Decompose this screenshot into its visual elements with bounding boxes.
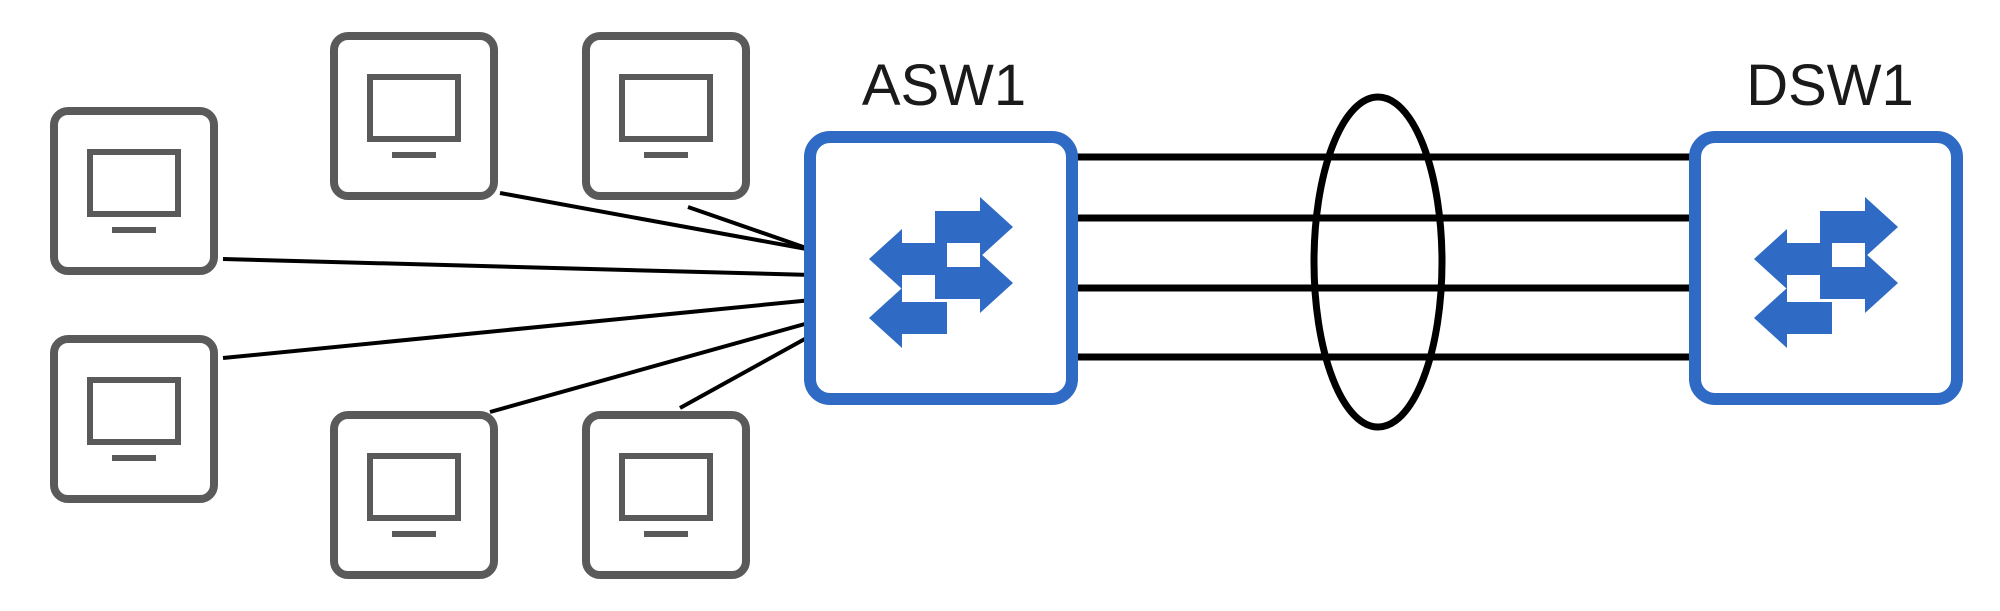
access-link [499, 191, 813, 252]
etherchannel-links [1072, 153, 1695, 361]
etherchannel-ellipse [1310, 93, 1446, 431]
host-pc[interactable] [586, 36, 746, 196]
access-link [222, 257, 813, 277]
access-link [679, 333, 813, 410]
access-link [687, 205, 813, 252]
access-link [222, 298, 813, 360]
host-pc[interactable] [334, 36, 494, 196]
access-switch-asw1[interactable] [804, 131, 1078, 405]
distribution-switch-dsw1[interactable] [1689, 131, 1963, 405]
host-pc[interactable] [334, 415, 494, 575]
dsw1-label: DSW1 [1746, 53, 1914, 118]
asw1-label: ASW1 [862, 53, 1026, 118]
host-pc[interactable] [54, 339, 214, 499]
access-link [489, 320, 813, 414]
host-pc[interactable] [54, 111, 214, 271]
host-pc[interactable] [586, 415, 746, 575]
access-links [222, 191, 813, 414]
